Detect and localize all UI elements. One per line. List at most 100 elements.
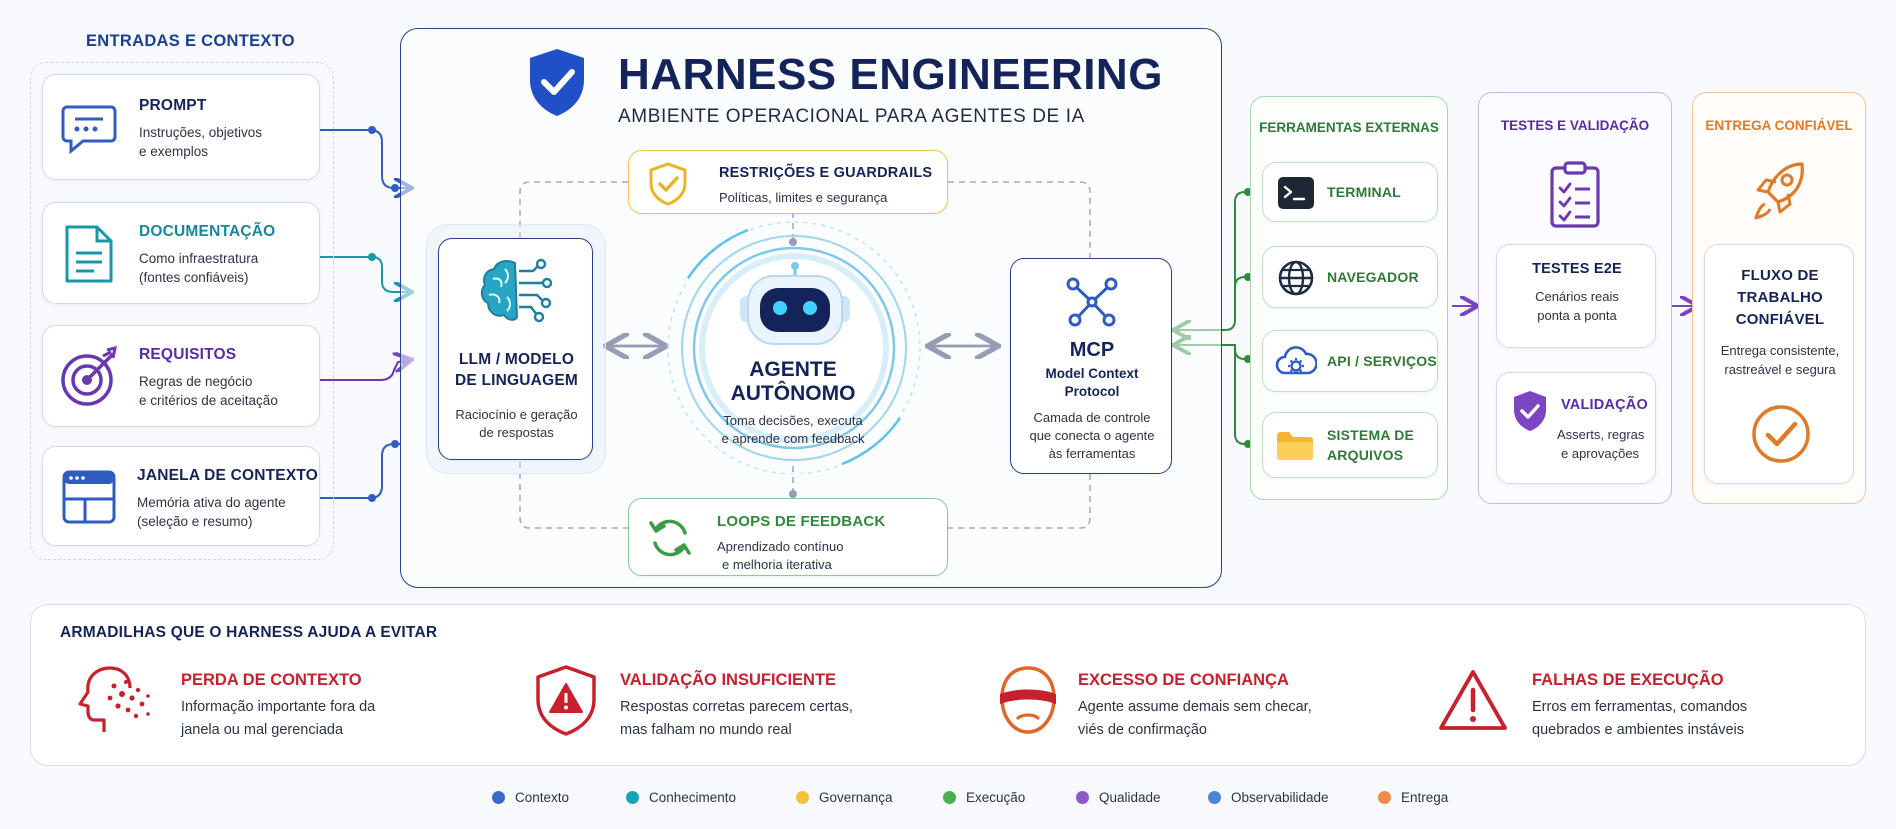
input-card-documentacao[interactable]: DOCUMENTAÇÃO Como infraestratura (fontes… bbox=[42, 202, 320, 304]
legend-item-qualidade: Qualidade bbox=[1076, 790, 1161, 805]
pitfall-desc-line2: mas falham no mundo real bbox=[620, 722, 792, 738]
tool-card-arquivos[interactable]: SISTEMA DE ARQUIVOS bbox=[1262, 412, 1438, 478]
pitfall-desc-line2: viés de confirmação bbox=[1078, 722, 1207, 738]
legend-item-execucao: Execução bbox=[943, 790, 1025, 805]
pitfall-label: FALHAS DE EXECUÇÃO bbox=[1532, 671, 1724, 689]
input-desc-line2: (seleção e resumo) bbox=[137, 514, 253, 529]
llm-desc-line1: Raciocínio e geração bbox=[455, 407, 578, 422]
tool-card-api[interactable]: API / SERVIÇOS bbox=[1262, 330, 1438, 392]
legend-dot bbox=[492, 791, 505, 804]
pitfall-desc-line2: janela ou mal gerenciada bbox=[181, 722, 344, 738]
e2e-tests-card[interactable]: TESTES E2E Cenários reais ponta a ponta bbox=[1496, 244, 1656, 348]
feedback-card[interactable]: LOOPS DE FEEDBACK Aprendizado contínuo e… bbox=[628, 498, 948, 576]
window-icon bbox=[62, 470, 116, 524]
folder-icon bbox=[1277, 432, 1313, 460]
shield-check-small-icon bbox=[649, 162, 687, 206]
validation-card[interactable]: VALIDAÇÃO Asserts, regras e aprovações bbox=[1496, 372, 1656, 484]
warning-triangle-icon bbox=[1439, 670, 1507, 730]
e2e-desc-line2: ponta a ponta bbox=[1537, 308, 1617, 323]
legend-item-contexto: Contexto bbox=[492, 790, 569, 805]
pitfall-label: VALIDAÇÃO INSUFICIENTE bbox=[620, 671, 837, 689]
legend-dot bbox=[1378, 791, 1391, 804]
llm-desc-line2: de respostas bbox=[479, 425, 554, 440]
input-card-janela-contexto[interactable]: JANELA DE CONTEXTO Memória ativa do agen… bbox=[42, 446, 320, 546]
agent-label-line1: AGENTE bbox=[749, 358, 837, 381]
mcp-name-line1: Model Context bbox=[1045, 366, 1139, 381]
legend-label: Governança bbox=[819, 790, 893, 805]
legend-dot bbox=[1076, 791, 1089, 804]
input-card-requisitos[interactable]: REQUISITOS Regras de negócio e critérios… bbox=[42, 325, 320, 427]
input-desc-line1: Como infraestratura bbox=[139, 251, 259, 266]
delivery-section-title: ENTREGA CONFIÁVEL bbox=[1705, 118, 1853, 133]
cloud-gear-icon bbox=[1275, 346, 1317, 375]
pitfalls-title: ARMADILHAS QUE O HARNESS AJUDA A EVITAR bbox=[60, 624, 438, 641]
validation-desc-line1: Asserts, regras bbox=[1557, 427, 1645, 442]
target-icon bbox=[61, 345, 117, 406]
shield-check-icon bbox=[530, 49, 584, 116]
delivery-label-line3: CONFIÁVEL bbox=[1735, 311, 1825, 328]
clipboard-checklist-icon bbox=[1550, 161, 1600, 228]
legend-label: Entrega bbox=[1401, 790, 1449, 805]
page-title: HARNESS ENGINEERING bbox=[618, 50, 1163, 99]
blindfold-face-icon bbox=[1000, 666, 1056, 734]
inputs-panel bbox=[30, 62, 334, 560]
e2e-desc-line1: Cenários reais bbox=[1535, 289, 1619, 304]
legend-label: Conhecimento bbox=[649, 790, 737, 805]
e2e-label: TESTES E2E bbox=[1532, 261, 1622, 277]
mcp-label: MCP bbox=[1069, 339, 1115, 361]
legend-item-entrega: Entrega bbox=[1378, 790, 1448, 805]
validation-label: VALIDAÇÃO bbox=[1561, 397, 1648, 413]
legend-dot bbox=[943, 791, 956, 804]
check-circle-icon bbox=[1752, 405, 1810, 463]
input-card-prompt[interactable]: PROMPT Instruções, objetivos e exemplos bbox=[42, 74, 320, 180]
llm-label-line1: LLM / MODELO bbox=[458, 351, 575, 368]
input-desc-line2: (fontes confiáveis) bbox=[139, 270, 249, 285]
inputs-section-title: ENTRADAS E CONTEXTO bbox=[86, 32, 295, 50]
terminal-icon bbox=[1278, 177, 1314, 209]
delivery-desc-line2: rastreável e segura bbox=[1724, 362, 1836, 377]
llm-label-line2: DE LINGUAGEM bbox=[455, 372, 578, 389]
tool-label: API / SERVIÇOS bbox=[1327, 353, 1437, 369]
pitfall-desc-line1: Respostas corretas parecem certas, bbox=[620, 699, 853, 715]
refresh-icon bbox=[649, 519, 691, 557]
legend-label: Qualidade bbox=[1099, 790, 1161, 805]
llm-card[interactable]: LLM / MODELO DE LINGUAGEM Raciocínio e g… bbox=[438, 238, 593, 460]
legend-item-governanca: Governança bbox=[796, 790, 893, 805]
pitfall-desc-line1: Erros em ferramentas, comandos bbox=[1532, 699, 1748, 715]
guardrails-label: RESTRIÇÕES E GUARDRAILS bbox=[719, 165, 933, 181]
tools-section-title: FERRAMENTAS EXTERNAS bbox=[1259, 120, 1439, 135]
tool-card-navegador[interactable]: NAVEGADOR bbox=[1262, 246, 1438, 308]
mcp-card[interactable]: MCP Model Context Protocol Camada de con… bbox=[1010, 258, 1172, 474]
pitfalls-panel bbox=[30, 604, 1866, 766]
agent-desc-line1: Toma decisões, executa bbox=[723, 413, 863, 428]
input-label: JANELA DE CONTEXTO bbox=[137, 467, 319, 484]
feedback-desc-line2: e melhoria iterativa bbox=[722, 557, 832, 572]
legend-item-conhecimento: Conhecimento bbox=[626, 790, 736, 805]
delivery-card[interactable]: FLUXO DE TRABALHO CONFIÁVEL Entrega cons… bbox=[1704, 244, 1854, 484]
pitfall-desc-line1: Informação importante fora da bbox=[181, 699, 376, 715]
mcp-desc-line3: às ferramentas bbox=[1048, 446, 1136, 461]
shield-check-purple-icon bbox=[1514, 391, 1546, 431]
guardrails-card[interactable]: RESTRIÇÕES E GUARDRAILS Políticas, limit… bbox=[628, 150, 948, 214]
tool-label-line2: ARQUIVOS bbox=[1327, 447, 1404, 463]
validation-desc-line2: e aprovações bbox=[1561, 446, 1640, 461]
rocket-icon bbox=[1754, 162, 1804, 220]
page-subtitle: AMBIENTE OPERACIONAL PARA AGENTES DE IA bbox=[618, 106, 1085, 127]
chat-icon bbox=[61, 105, 117, 155]
pitfall-label: PERDA DE CONTEXTO bbox=[181, 671, 362, 689]
input-desc-line2: e critérios de aceitação bbox=[139, 393, 278, 408]
input-desc-line1: Memória ativa do agente bbox=[137, 495, 286, 510]
tool-card-terminal[interactable]: TERMINAL bbox=[1262, 162, 1438, 222]
globe-icon bbox=[1278, 260, 1314, 296]
head-scatter-icon bbox=[78, 666, 150, 732]
input-desc-line1: Regras de negócio bbox=[139, 374, 253, 389]
input-desc-line2: e exemplos bbox=[139, 144, 209, 159]
delivery-label-line2: TRABALHO bbox=[1737, 289, 1823, 306]
mcp-desc-line2: que conecta o agente bbox=[1029, 428, 1155, 443]
legend-label: Execução bbox=[966, 790, 1026, 805]
legend-item-observabilidade: Observabilidade bbox=[1208, 790, 1329, 805]
robot-icon bbox=[740, 262, 850, 345]
tool-label: NAVEGADOR bbox=[1327, 269, 1419, 285]
delivery-label-line1: FLUXO DE bbox=[1741, 267, 1819, 284]
shield-warning-icon bbox=[536, 665, 596, 736]
